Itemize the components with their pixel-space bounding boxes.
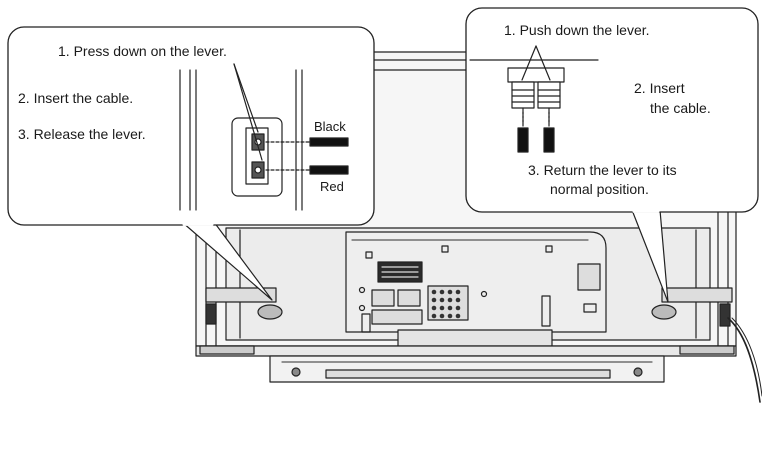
right-step2-line1-text: 2. Insert xyxy=(634,80,685,96)
right-step2-line2-text: the cable. xyxy=(650,100,711,116)
red-wire-label: Red xyxy=(320,179,344,194)
right-step3-line2-text: normal position. xyxy=(550,181,649,197)
right-step3-line1-text: 3. Return the lever to its xyxy=(528,162,677,178)
right-callout xyxy=(465,7,759,303)
black-wire-label: Black xyxy=(314,119,346,134)
speaker-cable xyxy=(727,317,761,403)
left-step2-text: 2. Insert the cable. xyxy=(18,90,134,106)
right-step1-text: 1. Push down the lever. xyxy=(504,22,650,38)
left-step1-text: 1. Press down on the lever. xyxy=(58,43,227,59)
left-callout xyxy=(7,26,375,301)
left-step3-text: 3. Release the lever. xyxy=(18,126,146,142)
